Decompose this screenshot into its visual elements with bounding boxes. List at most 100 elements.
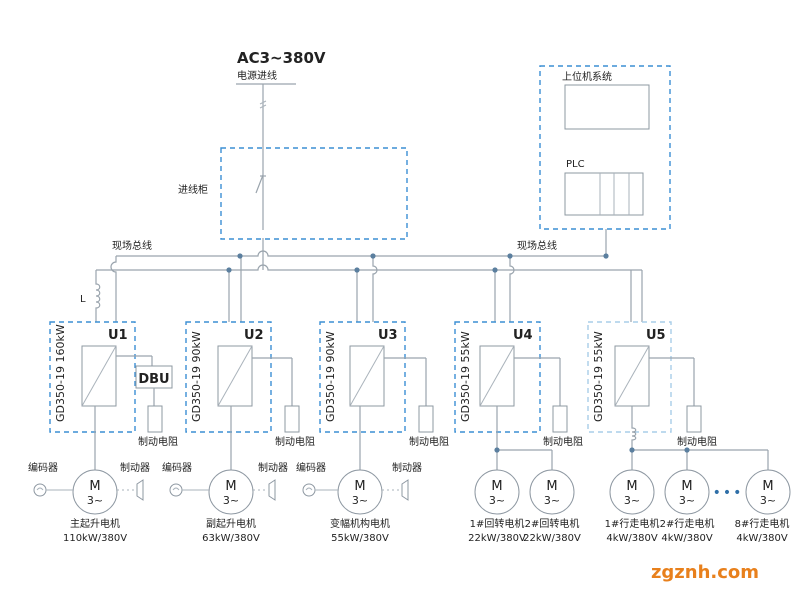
supply-voltage: AC3~380V — [237, 49, 326, 67]
encoder-icon-3 — [302, 483, 316, 497]
inductor-label: L — [80, 294, 86, 305]
u1-resistor — [147, 405, 163, 433]
motor-ellipsis: ••• — [713, 485, 744, 501]
brake-label-2: 制动器 — [258, 461, 288, 474]
cabinet-label: 进线柜 — [178, 183, 208, 196]
svg-text:M: M — [89, 479, 100, 494]
encoder-label-3: 编码器 — [296, 461, 326, 474]
svg-text:1#行走电机: 1#行走电机 — [605, 517, 660, 530]
unit-u1-id: U1 — [108, 328, 128, 343]
unit-u2-model: GD350-19 90kW — [190, 331, 203, 422]
svg-text:3~: 3~ — [544, 494, 560, 507]
motor-8: M 3~ 8#行走电机 4kW/380V — [735, 469, 791, 544]
bus-junctions — [226, 253, 609, 273]
svg-text:55kW/380V: 55kW/380V — [331, 533, 389, 544]
unit-u4: U4 GD350-19 55kW — [454, 321, 561, 470]
encoder-label-1: 编码器 — [28, 461, 58, 474]
inductor-coil — [95, 270, 101, 322]
motor-1: M 3~ 主起升电机 110kW/380V — [63, 469, 127, 544]
svg-text:22kW/380V: 22kW/380V — [468, 533, 526, 544]
u4-resistor — [552, 405, 568, 433]
fieldbus-right-label: 现场总线 — [517, 239, 557, 252]
svg-text:3~: 3~ — [489, 494, 505, 507]
unit-u3-model: GD350-19 90kW — [324, 331, 337, 422]
incoming-cabinet — [220, 147, 408, 240]
unit-u2: U2 GD350-19 90kW — [185, 321, 293, 470]
svg-text:22kW/380V: 22kW/380V — [523, 533, 581, 544]
svg-text:M: M — [546, 479, 557, 494]
dbu-label: DBU — [138, 372, 169, 387]
unit-u3: U3 GD350-19 90kW — [319, 321, 427, 470]
svg-text:4kW/380V: 4kW/380V — [661, 533, 712, 544]
motor-5: M 3~ 2#回转电机 22kW/380V — [523, 469, 581, 544]
svg-text:M: M — [491, 479, 502, 494]
unit-u1: U1 GD350-19 160kW — [49, 321, 153, 470]
unit-u2-id: U2 — [244, 328, 264, 343]
unit-u1-model: GD350-19 160kW — [54, 324, 67, 422]
svg-text:3~: 3~ — [87, 494, 103, 507]
motor-6: M 3~ 1#行走电机 4kW/380V — [605, 469, 660, 544]
svg-text:110kW/380V: 110kW/380V — [63, 533, 127, 544]
svg-text:副起升电机: 副起升电机 — [206, 517, 256, 530]
motor-4: M 3~ 1#回转电机 22kW/380V — [468, 469, 526, 544]
u3-resistor — [418, 405, 434, 433]
svg-text:1#回转电机: 1#回转电机 — [470, 517, 525, 530]
u2-resistor — [284, 405, 300, 433]
motor-3: M 3~ 变幅机构电机 55kW/380V — [330, 469, 390, 544]
host-label: 上位机系统 — [562, 70, 612, 83]
power-bus — [96, 264, 642, 271]
svg-text:变幅机构电机: 变幅机构电机 — [330, 517, 390, 530]
brake-icon-2 — [268, 479, 276, 501]
u1-resistor-label: 制动电阻 — [138, 435, 178, 448]
svg-text:3~: 3~ — [223, 494, 239, 507]
cabinet-switch — [255, 174, 264, 194]
motor-2: M 3~ 副起升电机 63kW/380V — [202, 469, 260, 544]
encoder-label-2: 编码器 — [162, 461, 192, 474]
svg-text:3~: 3~ — [624, 494, 640, 507]
svg-text:M: M — [354, 479, 365, 494]
supply-label: 电源进线 — [237, 69, 277, 82]
svg-text:3~: 3~ — [760, 494, 776, 507]
unit-u4-model: GD350-19 55kW — [459, 331, 472, 422]
svg-text:4kW/380V: 4kW/380V — [736, 533, 787, 544]
unit-u5-id: U5 — [646, 328, 666, 343]
brake-label-3: 制动器 — [392, 461, 422, 474]
unit-u5-model: GD350-19 55kW — [592, 331, 605, 422]
motor-7: M 3~ 2#行走电机 4kW/380V — [660, 469, 715, 544]
encoder-icon-2 — [169, 483, 183, 497]
unit-u4-id: U4 — [513, 328, 533, 343]
feeder-break-mark — [259, 100, 267, 109]
svg-text:2#行走电机: 2#行走电机 — [660, 517, 715, 530]
brake-label-1: 制动器 — [120, 461, 150, 474]
fieldbus-left-label: 现场总线 — [112, 239, 152, 252]
encoder-icon-1 — [33, 483, 47, 497]
unit-u5: U5 GD350-19 55kW — [587, 321, 769, 470]
u2-resistor-label: 制动电阻 — [275, 435, 315, 448]
u4-resistor-label: 制动电阻 — [543, 435, 583, 448]
plc-label: PLC — [566, 159, 585, 170]
host-monitor-icon — [564, 84, 650, 130]
svg-text:2#回转电机: 2#回转电机 — [525, 517, 580, 530]
svg-text:63kW/380V: 63kW/380V — [202, 533, 260, 544]
svg-text:3~: 3~ — [352, 494, 368, 507]
svg-text:8#行走电机: 8#行走电机 — [735, 517, 790, 530]
u5-output-reactor — [631, 406, 637, 450]
unit-u3-id: U3 — [378, 328, 398, 343]
svg-text:M: M — [225, 479, 236, 494]
brake-icon-1 — [136, 479, 144, 501]
u3-resistor-label: 制动电阻 — [409, 435, 449, 448]
svg-text:M: M — [681, 479, 692, 494]
svg-text:4kW/380V: 4kW/380V — [606, 533, 657, 544]
svg-text:主起升电机: 主起升电机 — [70, 517, 120, 530]
plc-rack-icon — [564, 172, 644, 216]
watermark: zgznh.com — [651, 562, 759, 583]
u5-resistor — [686, 405, 702, 433]
svg-text:M: M — [626, 479, 637, 494]
brake-icon-3 — [401, 479, 409, 501]
svg-text:3~: 3~ — [679, 494, 695, 507]
host-system-box — [539, 65, 671, 230]
u1-bus-drop — [110, 256, 117, 322]
u5-resistor-label: 制动电阻 — [677, 435, 717, 448]
svg-text:M: M — [762, 479, 773, 494]
